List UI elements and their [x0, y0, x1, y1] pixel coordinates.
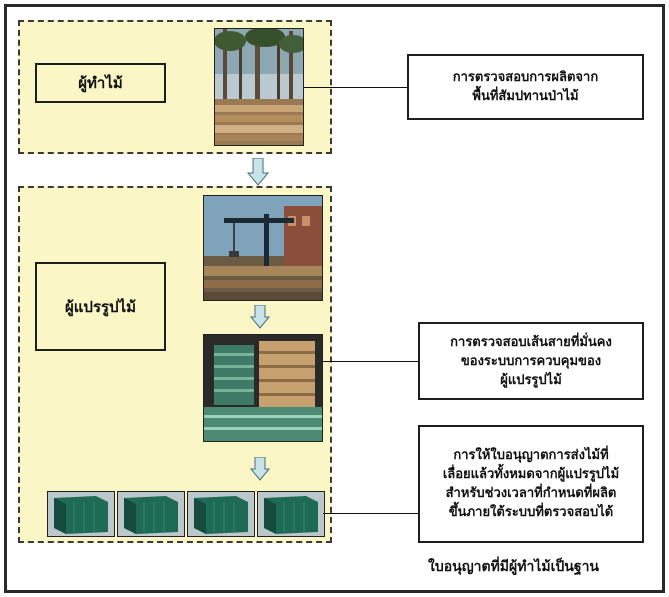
harvester-label: ผู้ทำไม้: [35, 63, 166, 103]
processor-label: ผู้แปรรูปไม้: [35, 262, 166, 351]
container-photo: [117, 491, 185, 537]
licensing-connector: [323, 513, 418, 514]
down-arrow-icon: [247, 158, 269, 186]
harvest-check-note: การตรวจสอบการผลิตจาก พื้นที่สัมปทานป่าไม…: [407, 54, 644, 120]
chain-connector: [321, 361, 418, 362]
forest-log-photo: [214, 28, 304, 146]
harvest-connector: [304, 87, 407, 88]
chain-check-note: การตรวจสอบเส้นสายที่มั่นคง ของระบบการควบ…: [418, 322, 644, 400]
sawmill-crane-photo: [203, 195, 323, 301]
licensing-note: การให้ใบอนุญาตการส่งไม้ที่ เลื่อยแล้วทั้…: [418, 425, 644, 543]
container-photo: [187, 491, 255, 537]
down-arrow-icon: [250, 457, 270, 481]
container-photo: [257, 491, 325, 537]
down-arrow-icon: [250, 305, 270, 329]
footer-caption: ใบอนุญาตที่มีผู้ทำไม้เป็นฐาน: [428, 559, 600, 575]
stacked-lumber-photo: [203, 334, 323, 442]
container-photo: [47, 491, 115, 537]
